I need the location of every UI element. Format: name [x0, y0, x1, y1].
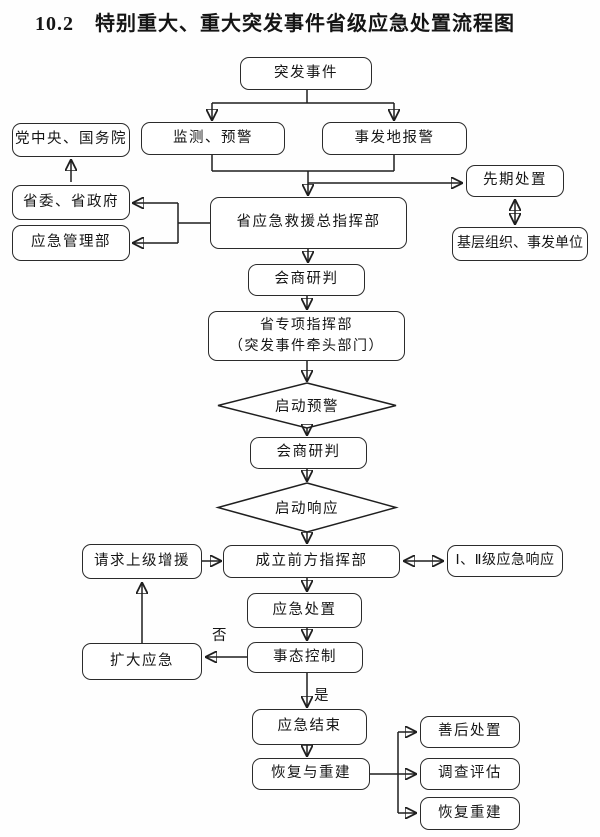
node-general-hq-label: 省应急救援总指挥部 [236, 214, 381, 231]
node-recovery-and-reconstruction: 恢复与重建 [252, 758, 370, 790]
node-situation-control-label: 事态控制 [273, 648, 337, 665]
node-incident-label: 突发事件 [274, 64, 338, 81]
node-emergency-ministry-label: 应急管理部 [31, 234, 111, 251]
node-provincial-government: 省委、省政府 [12, 185, 130, 220]
edge-hq-left-connector [177, 203, 210, 243]
node-investigation-evaluation: 调查评估 [420, 758, 520, 790]
node-aftermath-disposal: 善后处置 [420, 716, 520, 748]
node-party-central: 党中央、国务院 [12, 123, 130, 157]
edge-recovery-branch [370, 732, 399, 813]
node-investigation-evaluation-label: 调查评估 [438, 765, 502, 782]
decision-activate-response-label: 启动响应 [275, 501, 339, 517]
node-party-central-label: 党中央、国务院 [15, 131, 127, 148]
node-special-hq: 省专项指挥部 （突发事件牵头部门） [208, 311, 405, 361]
node-request-reinforcement: 请求上级增援 [82, 544, 202, 579]
node-level-response: Ⅰ、Ⅱ级应急响应 [447, 545, 563, 577]
node-special-hq-line2: （突发事件牵头部门） [229, 339, 384, 354]
node-scene-alarm: 事发地报警 [322, 122, 467, 155]
node-front-hq-label: 成立前方指挥部 [255, 552, 368, 569]
node-emergency-disposal-label: 应急处置 [272, 601, 337, 618]
node-recovery-reconstruction: 恢复重建 [420, 797, 520, 830]
node-incident: 突发事件 [240, 57, 372, 90]
node-initial-disposal: 先期处置 [466, 165, 564, 197]
node-aftermath-disposal-label: 善后处置 [438, 723, 502, 740]
node-emergency-ministry: 应急管理部 [12, 225, 130, 261]
node-recovery-reconstruction-label: 恢复重建 [438, 804, 502, 821]
edge-merge-lines [211, 155, 395, 172]
node-grassroots-units: 基层组织、事发单位 [452, 227, 588, 261]
node-situation-control: 事态控制 [247, 642, 363, 673]
node-request-reinforcement-label: 请求上级增援 [94, 552, 190, 569]
node-consultation-2-label: 会商研判 [276, 444, 341, 461]
page-title: 10.2 特别重大、重大突发事件省级应急处置流程图 [35, 13, 515, 35]
node-emergency-end: 应急结束 [252, 709, 367, 745]
node-monitor-warning: 监测、预警 [141, 122, 285, 155]
node-front-hq: 成立前方指挥部 [223, 545, 400, 578]
edge-label-no: 否 [212, 628, 227, 644]
node-initial-disposal-label: 先期处置 [483, 172, 547, 189]
node-expand-emergency-label: 扩大应急 [110, 652, 174, 669]
decision-activate-warning-label: 启动预警 [275, 399, 339, 415]
node-recovery-and-reconstruction-label: 恢复与重建 [271, 765, 351, 782]
node-special-hq-line1: 省专项指挥部 [260, 318, 353, 333]
node-grassroots-units-label: 基层组织、事发单位 [457, 235, 583, 251]
node-emergency-end-label: 应急结束 [277, 718, 342, 735]
node-scene-alarm-label: 事发地报警 [354, 129, 435, 146]
node-consultation-2: 会商研判 [250, 437, 367, 469]
edge-label-yes: 是 [314, 688, 329, 704]
node-emergency-disposal: 应急处置 [247, 593, 362, 628]
node-provincial-government-label: 省委、省政府 [23, 193, 119, 210]
node-monitor-warning-label: 监测、预警 [173, 129, 253, 146]
node-expand-emergency: 扩大应急 [82, 643, 202, 680]
node-consultation-1-label: 会商研判 [274, 271, 339, 288]
node-level-response-label: Ⅰ、Ⅱ级应急响应 [455, 552, 555, 568]
node-consultation-1: 会商研判 [248, 264, 365, 296]
node-general-hq: 省应急救援总指挥部 [210, 197, 407, 249]
edge-incident-split [212, 90, 394, 104]
